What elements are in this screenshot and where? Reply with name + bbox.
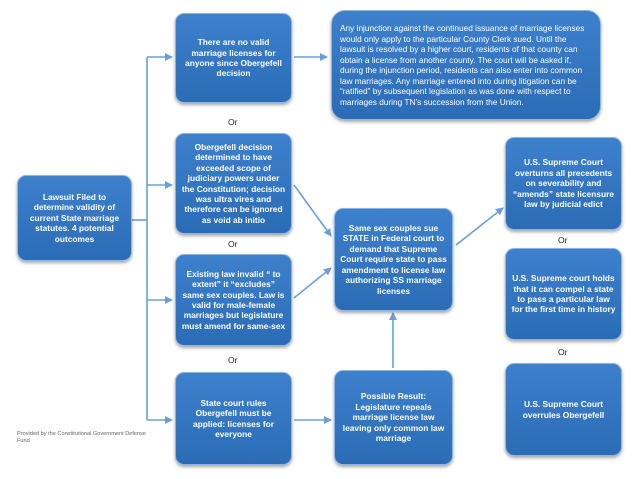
- existing-law-invalid-node: Existing law invalid “ to extent” it “ex…: [175, 254, 292, 346]
- state-court-rules-node: State court rules Obergefell must be app…: [175, 372, 292, 465]
- arrow-exceeded-to-sue: [293, 184, 332, 237]
- lawsuit-node: Lawsuit Filed to determine validity of c…: [17, 175, 132, 261]
- or-label-3: Or: [228, 355, 238, 365]
- exceeded-scope-node: Obergefell decision determined to have e…: [175, 133, 292, 234]
- arrow-existing-to-sue: [293, 267, 332, 299]
- or-label-5: Or: [558, 347, 568, 357]
- injunction-note-node: Any injunction against the continued iss…: [331, 10, 601, 120]
- scotus-compel-node: U.S. Supreme court holds that it can com…: [505, 248, 622, 340]
- scotus-overturns-node: U.S. Supreme Court overturns all precede…: [505, 137, 622, 230]
- or-label-4: Or: [558, 235, 568, 245]
- arrow-sue-to-scotus: [455, 207, 504, 246]
- possible-result-node: Possible Result: Legislature repeals mar…: [334, 370, 453, 465]
- scotus-overrules-node: U.S. Supreme Court overrules Obergefell: [505, 363, 622, 456]
- or-label-2: Or: [228, 239, 238, 249]
- same-sex-sue-node: Same sex couples sue STATE in Federal co…: [334, 208, 453, 311]
- credit-text: Provided by the Constitutional Governmen…: [17, 431, 147, 444]
- or-label-1: Or: [228, 117, 238, 127]
- no-valid-licenses-node: There are no valid marriage licenses for…: [175, 13, 292, 103]
